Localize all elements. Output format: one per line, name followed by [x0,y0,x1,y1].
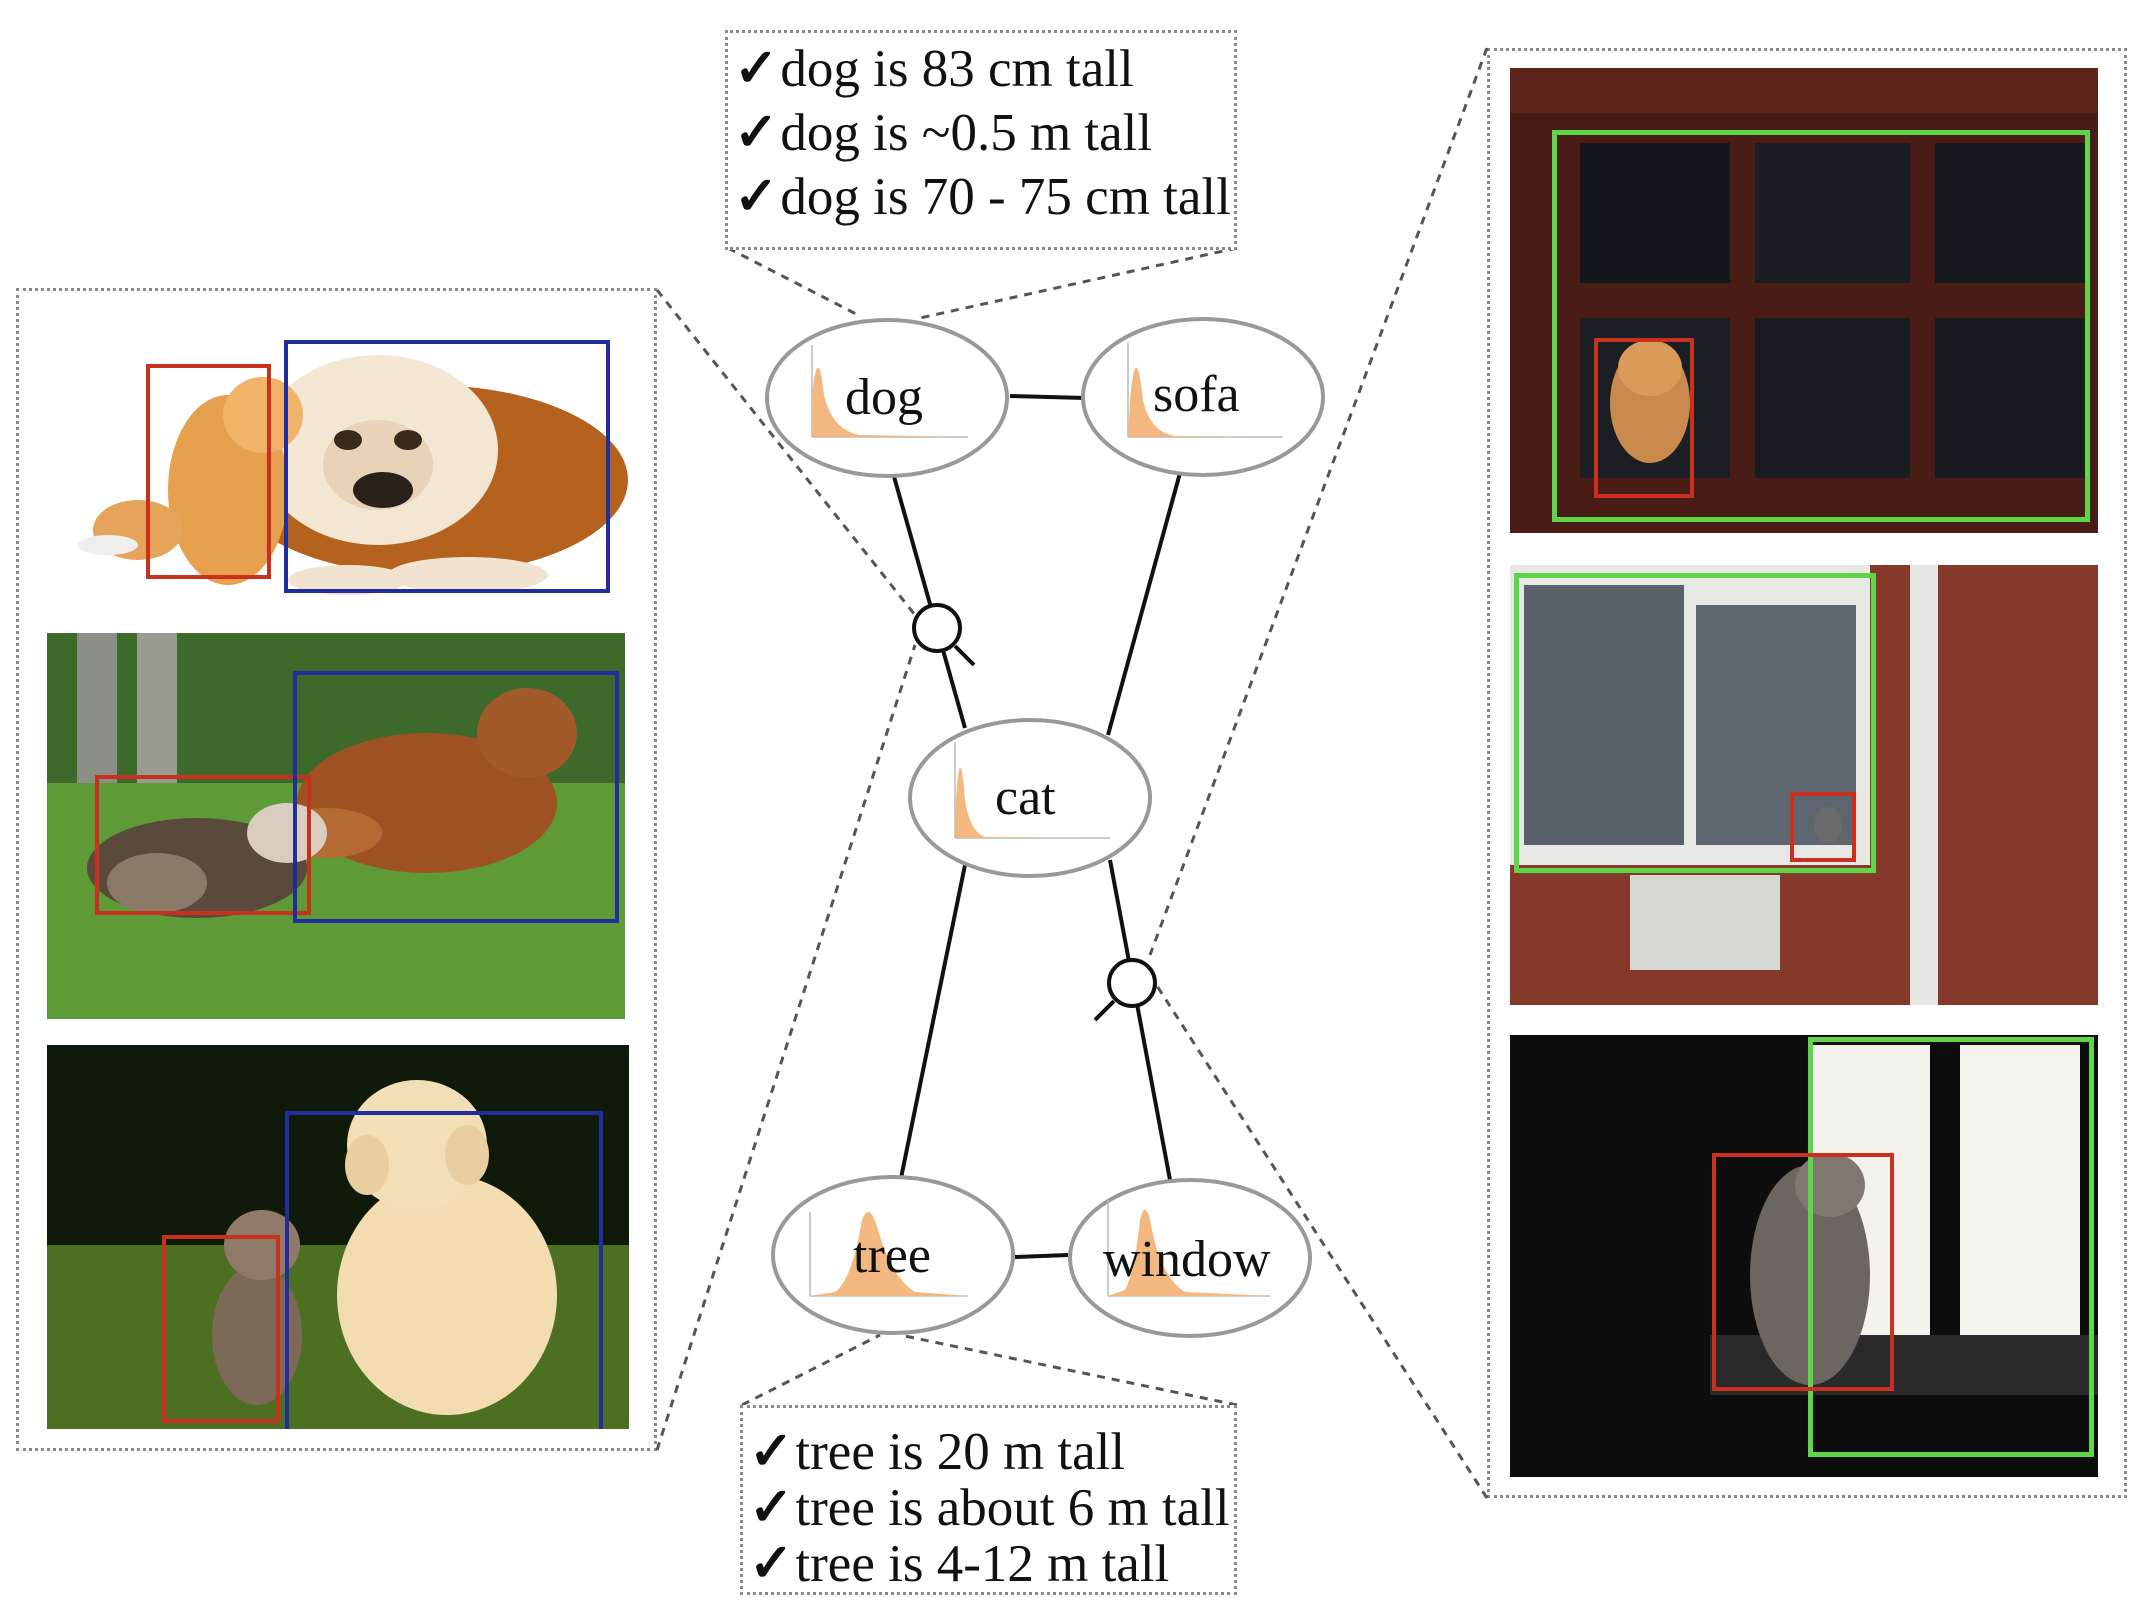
cat-bounding-box [95,775,311,915]
distribution-plot [812,367,968,437]
node-sofa [1081,317,1325,477]
window-bounding-box [1514,573,1876,873]
fact-text: dog is 70 - 75 cm tall [780,168,1231,226]
connector-line [741,1333,881,1407]
magnifier-icon [912,603,976,667]
node-window [1068,1178,1312,1338]
distribution-plot [1108,1209,1270,1296]
dog-bounding-box [285,1111,603,1429]
fact-item: ✓tree is 20 m tall [749,1426,1125,1479]
window-bounding-box [1808,1037,2094,1457]
photo-kitten-bulldog-art [78,355,628,595]
connector-line [919,246,1238,320]
connector-line [655,644,917,1451]
photo-cat-dog-grass-art [47,633,625,1019]
fact-item: ✓dog is 83 cm tall [734,43,1134,96]
dog-bounding-box [293,671,619,923]
node-tree [771,1175,1015,1335]
photo-cat-dog-grass [47,633,625,1019]
edge-dog-cat [891,472,967,729]
checkmark-icon: ✓ [734,104,779,162]
cat-bounding-box [1594,338,1694,498]
checkmark-icon: ✓ [749,1423,794,1481]
cat-bounding-box [1790,792,1856,862]
dog-height-callout: ✓dog is 83 cm tall ✓dog is ~0.5 m tall ✓… [725,30,1237,250]
photo-cat-sunlit-window [1510,1035,2098,1477]
photo-kitten-puppy [47,1045,629,1429]
fact-item: ✓dog is ~0.5 m tall [734,107,1152,160]
node-cat [908,718,1152,878]
connector-line [727,246,861,318]
photo-cat-brick-window [1510,565,2098,1005]
fact-item: ✓tree is 4-12 m tall [749,1538,1169,1591]
window-bounding-box [1552,130,2090,522]
edge-tree-window [1014,1253,1069,1259]
edge-cat-window [1108,859,1172,1181]
node-label-cat: cat [995,769,1056,826]
fact-text: tree is 20 m tall [795,1423,1126,1481]
edge-cat-tree [898,864,967,1184]
node-label-tree: tree [853,1227,931,1284]
cat-bounding-box [162,1235,280,1423]
cat-bounding-box [146,364,271,579]
fact-item: ✓tree is about 6 m tall [749,1482,1230,1535]
dog-bounding-box [284,340,610,593]
photo-cat-wooden-window [1510,68,2098,533]
checkmark-icon: ✓ [734,168,779,226]
node-label-window: window [1103,1231,1271,1288]
tree-height-callout: ✓tree is 20 m tall ✓tree is about 6 m ta… [740,1405,1237,1595]
node-label-dog: dog [845,369,923,426]
node-dog [765,318,1009,478]
checkmark-icon: ✓ [734,40,779,98]
checkmark-icon: ✓ [749,1535,794,1593]
fact-item: ✓dog is 70 - 75 cm tall [734,171,1231,224]
photo-kitten-puppy-art [47,1045,629,1429]
checkmark-icon: ✓ [749,1479,794,1537]
cat-bounding-box [1712,1153,1894,1391]
connector-line [1148,47,1489,956]
fact-text: dog is 83 cm tall [780,40,1134,98]
photo-cat-wooden-window-art [1510,68,2098,478]
distribution-plot [955,767,1110,838]
left-image-panel [16,288,657,1451]
connector-line [899,1333,1238,1407]
fact-text: dog is ~0.5 m tall [780,104,1153,162]
fact-text: tree is about 6 m tall [795,1479,1230,1537]
edge-sofa-cat [1106,472,1182,736]
photo-kitten-bulldog [48,330,628,600]
connector-line [655,289,917,616]
distribution-plot [1128,367,1283,437]
fact-text: tree is 4-12 m tall [795,1535,1170,1593]
magnifier-icon [1093,958,1157,1022]
photo-cat-brick-window-art [1510,565,2098,1005]
node-label-sofa: sofa [1153,366,1240,423]
edge-dog-sofa [1009,394,1086,400]
right-image-panel [1487,48,2127,1498]
distribution-plot [810,1212,968,1296]
